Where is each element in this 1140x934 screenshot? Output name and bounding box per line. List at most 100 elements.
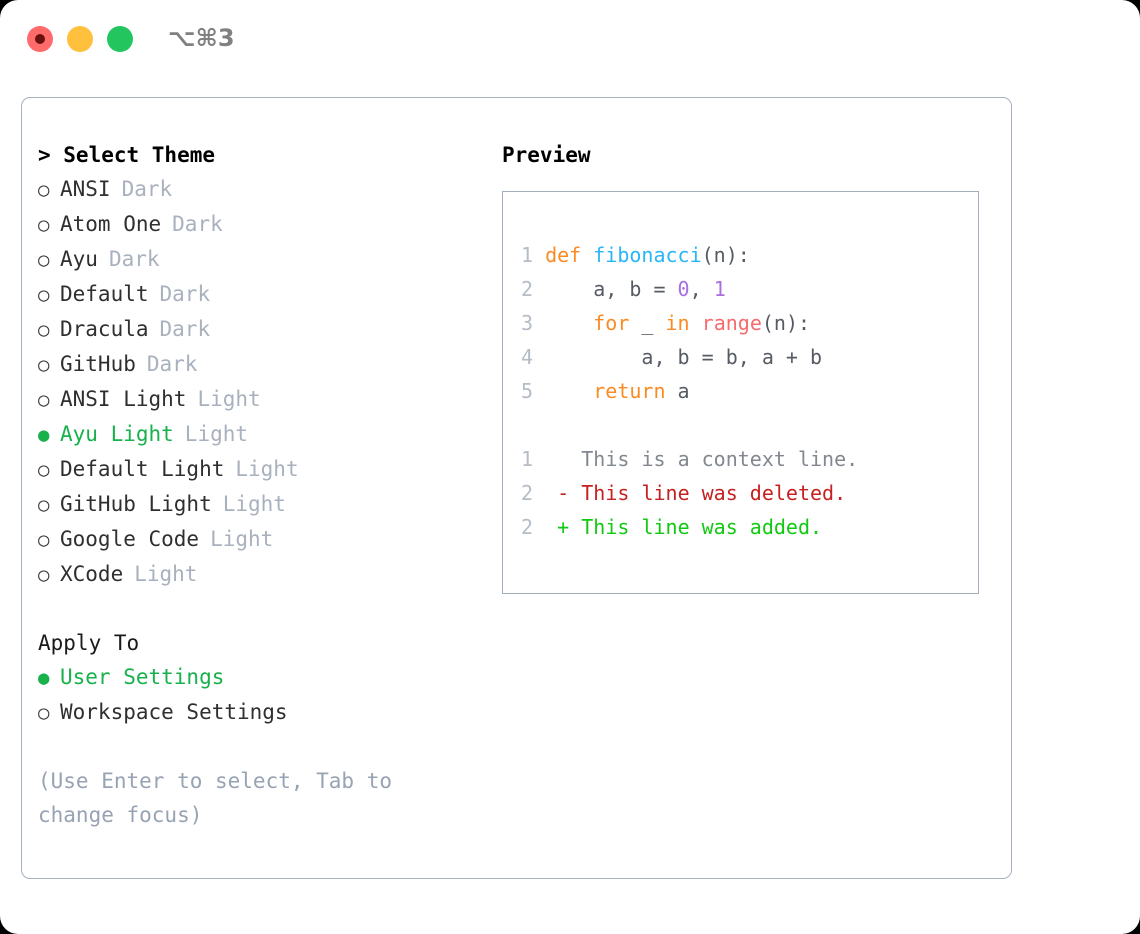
apply-to-option[interactable]: ● User Settings [38,660,478,695]
maximize-button[interactable] [107,26,133,52]
theme-option-label: Default Light [60,457,225,481]
theme-option-tag: Dark [146,352,198,376]
code-token: for [593,311,630,335]
code-token: def [545,243,582,267]
theme-option-label: GitHub Light [60,492,212,516]
radio-unselected-icon: ○ [38,389,50,411]
code-token [581,243,593,267]
theme-option-label: Ayu [60,247,98,271]
diff-text: This line was deleted. [581,481,847,505]
code-gutter-space [533,243,545,267]
radio-selected-icon: ● [38,424,50,446]
code-gutter-space [533,277,545,301]
theme-option-tag: Light [235,457,299,481]
diff-marker [557,447,581,471]
close-button[interactable] [27,26,53,52]
diff-gutter-space [533,515,557,539]
code-gutter-space [533,311,545,335]
code-gutter-space [533,345,545,369]
radio-unselected-icon: ○ [38,354,50,376]
diff-line-number: 2 [521,515,534,539]
theme-option-label: ANSI [60,177,111,201]
code-token: fibonacci [593,243,702,267]
theme-option-tag: Light [222,492,286,516]
theme-option-tag: Light [134,562,198,586]
code-line-number: 4 [521,345,534,369]
diff-text: This is a context line. [581,447,859,471]
theme-option-tag: Dark [159,282,211,306]
diff-sample: 1 This is a context line.2 - This line w… [521,442,978,544]
code-token: in [665,311,690,335]
code-token: range [701,311,762,335]
theme-option[interactable]: ○ Ayu Dark [38,242,478,277]
theme-option-tag: Dark [121,177,173,201]
apply-to-option-label: User Settings [60,665,225,689]
theme-option[interactable]: ○ GitHub Dark [38,347,478,382]
theme-option-label: Dracula [60,317,149,341]
radio-unselected-icon: ○ [38,459,50,481]
radio-unselected-icon: ○ [38,214,50,236]
code-token: 1 [713,277,726,301]
hint-spacer [38,730,478,764]
radio-unselected-icon: ○ [38,494,50,516]
theme-option-label: Atom One [60,212,162,236]
apply-to-list: ● User Settings ○Workspace Settings [38,660,478,730]
code-token: (n): [761,311,811,335]
preview-column: Preview 1 def fibonacci(n):2 a, b = 0, 1… [502,138,992,594]
diff-text: This line was added. [581,515,823,539]
diff-line-number: 2 [521,481,534,505]
code-gutter-space [533,379,545,403]
theme-option-label: Google Code [60,527,200,551]
theme-option-label: GitHub [60,352,136,376]
code-line-number: 3 [521,311,534,335]
radio-unselected-icon: ○ [38,529,50,551]
radio-unselected-icon: ○ [38,564,50,586]
diff-line: 1 This is a context line. [521,442,978,476]
diff-marker: - [557,481,582,505]
radio-unselected-icon: ○ [38,249,50,271]
select-theme-heading: > Select Theme [38,143,216,167]
radio-selected-icon: ● [38,667,50,689]
theme-option[interactable]: ○ Google Code Light [38,522,478,557]
diff-line: 2 - This line was deleted. [521,476,978,510]
minimize-button[interactable] [67,26,93,52]
keyboard-shortcut-label: ⌥⌘3 [168,24,235,52]
theme-option-label: Ayu Light [60,422,174,446]
diff-line: 2 + This line was added. [521,510,978,544]
code-line-number: 5 [521,379,534,403]
section-spacer [38,592,478,626]
preview-heading: Preview [502,143,591,167]
code-token: a [665,379,690,403]
keyboard-hint-text: (Use Enter to select, Tab to change focu… [38,769,405,827]
theme-option-tag: Dark [108,247,160,271]
code-line: 5 return a [521,374,978,408]
code-token: (n): [701,243,750,267]
radio-unselected-icon: ○ [38,319,50,341]
diff-gutter-space [533,481,557,505]
code-line: 1 def fibonacci(n): [521,238,978,272]
code-token: , [689,277,714,301]
radio-unselected-icon: ○ [38,702,50,724]
theme-option[interactable]: ○ GitHub Light Light [38,487,478,522]
code-token: 0 [677,277,690,301]
code-line: 4 a, b = b, a + b [521,340,978,374]
code-token: a, b = [545,277,678,301]
code-token: a, b = b, a + b [545,345,823,369]
theme-option[interactable]: ○ Default Light Light [38,452,478,487]
code-line: 2 a, b = 0, 1 [521,272,978,306]
radio-unselected-icon: ○ [38,284,50,306]
apply-to-option[interactable]: ○Workspace Settings [38,695,478,730]
theme-option-tag: Light [210,527,274,551]
